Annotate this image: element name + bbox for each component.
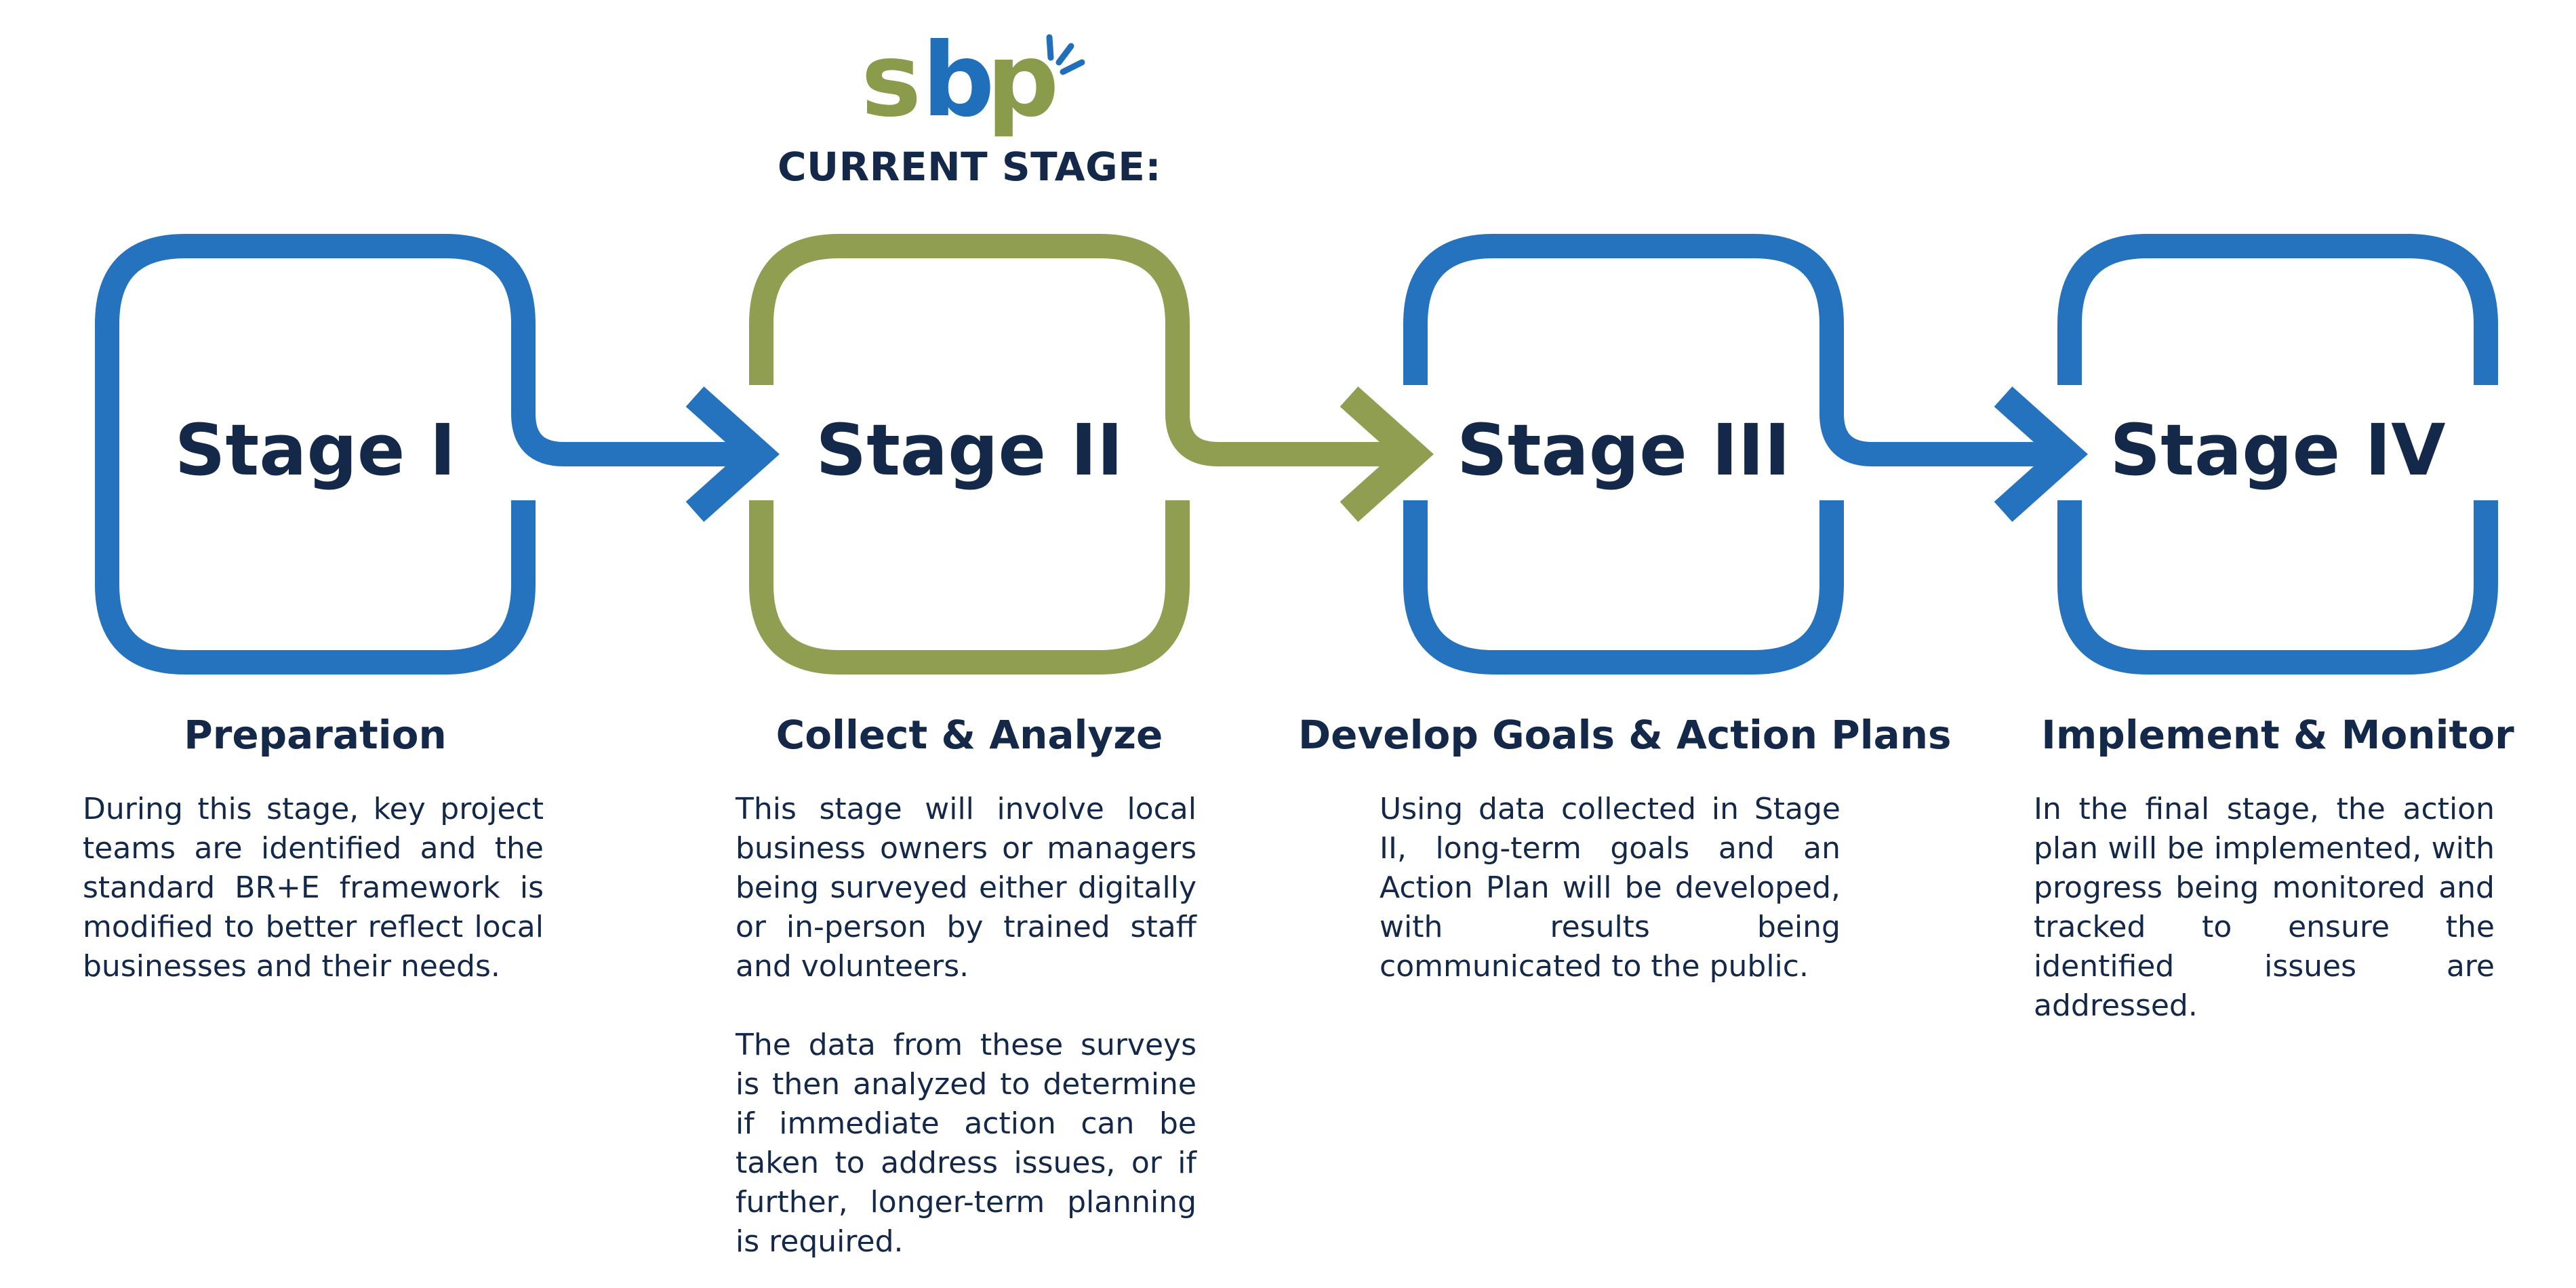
stage-3-paragraph: Using data collected in Stage II, long-t… [1380,792,1840,984]
stage-4-box [2057,234,2498,675]
stage-2-paragraph: The data from these surveys is then anal… [736,1028,1196,1259]
stage-1-description: During this stage, key project teams are… [83,790,544,986]
stage-2-heading: Collect & Analyze [776,712,1163,758]
stage-3-description: Using data collected in Stage II, long-t… [1380,790,1840,986]
arrow-3-to-4-icon [1819,385,2088,522]
stage-2-box [749,234,1190,675]
stage-3-heading: Develop Goals & Action Plans [1298,712,1952,758]
logo-letter-s: s [861,27,921,140]
logo-letter-b: b [922,27,994,140]
stage-1-heading: Preparation [184,712,447,758]
arrow-1-to-2-icon [511,385,780,522]
logo-sparks-icon [1046,34,1085,75]
stage-4-title: Stage IV [2110,409,2446,491]
stage-4-heading: Implement & Monitor [2041,712,2514,758]
stage-2-description: This stage will involve local business o… [736,790,1196,1262]
stage-3-box [1403,234,1844,675]
stage-1-box [95,234,536,675]
sbp-logo: s b p [861,27,1085,140]
arrow-2-to-3-icon [1165,385,1434,522]
stage-1-title: Stage I [174,409,456,491]
stage-1-paragraph: During this stage, key project teams are… [83,792,544,984]
stage-3-title: Stage III [1456,409,1791,491]
stage-4-paragraph: In the final stage, the action plan will… [2034,792,2495,1023]
stage-2-title: Stage II [816,409,1123,491]
stage-4-description: In the final stage, the action plan will… [2034,790,2495,1026]
stage-2-paragraph: This stage will involve local business o… [736,792,1196,984]
current-stage-label: CURRENT STAGE: [777,144,1162,190]
